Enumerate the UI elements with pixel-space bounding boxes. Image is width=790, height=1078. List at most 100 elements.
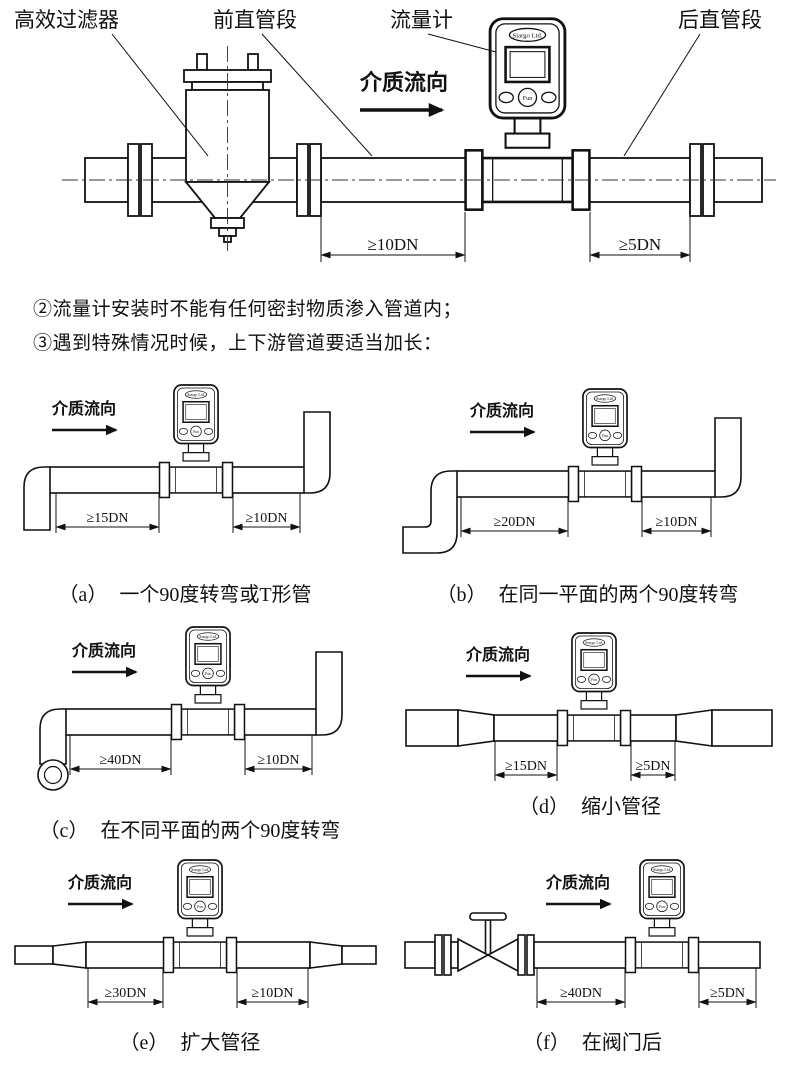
dim-front-label: ≥10DN [368, 235, 419, 254]
reducer-right [309, 941, 343, 969]
filter-bolt [196, 53, 208, 71]
inlet-pipe [404, 941, 436, 969]
flange-plate [517, 934, 526, 976]
dim1-label: ≥40DN [560, 986, 602, 1001]
downstream-pipe [696, 941, 761, 969]
flowmeter [464, 17, 591, 212]
flowmeter [158, 384, 234, 499]
figure-d-diagram: 介质流向 ≥15DN ≥5DN [405, 632, 773, 781]
valve-stem [484, 919, 492, 956]
flange-plate [526, 934, 535, 976]
fig-b-dimensions [460, 497, 712, 537]
figure-a-diagram: 介质流向 ≥15DN ≥10DN [23, 384, 331, 533]
upstream-pipe [456, 470, 570, 498]
figure-f-diagram: 介质流向 ≥40DN ≥5DN [404, 859, 761, 1008]
double-elbow-left [402, 470, 458, 554]
label-front-straight: 前直管段 [213, 8, 297, 32]
figure-a-text: 一个90度转弯或T形管 [119, 584, 312, 606]
fig-f-piping [404, 912, 761, 976]
label-filter: 高效过滤器 [14, 8, 119, 32]
small-pipe-right [341, 945, 377, 965]
expander-right [675, 709, 713, 747]
flow-direction-label: 介质流向 [465, 645, 530, 664]
elbow-down-left [39, 708, 67, 765]
dim2-label: ≥10DN [258, 753, 300, 768]
dim-rear-label: ≥5DN [619, 235, 661, 254]
dim1-label: ≥40DN [100, 753, 142, 768]
note-special: ③遇到特殊情况时候，上下游管道要适当加长： [33, 333, 443, 354]
large-pipe-left [405, 709, 459, 747]
dim1-label: ≥15DN [505, 759, 547, 774]
dim2-label: ≥5DN [636, 759, 671, 774]
fig-f-dimensions [536, 968, 757, 1008]
small-pipe-left [14, 945, 54, 965]
figure-b-diagram: 介质流向 ≥20DN ≥10DN [402, 388, 742, 554]
figure-b-text: 在同一平面的两个90度转弯 [498, 584, 739, 606]
figure-a-index: （a） [58, 584, 108, 606]
figure-e-text: 扩大管径 [180, 1032, 261, 1054]
reducer-left [457, 709, 495, 747]
figure-f-index: （f） [523, 1032, 570, 1054]
flow-direction-label: 介质流向 [67, 873, 132, 892]
figure-c-text: 在不同平面的两个90度转弯 [100, 820, 341, 842]
valve-handwheel [469, 912, 507, 921]
flowmeter [162, 859, 238, 974]
elbow-up-right [714, 417, 742, 498]
figure-d-text: 缩小管径 [581, 796, 661, 818]
flow-direction-label: 介质流向 [71, 641, 136, 660]
upstream-pipe [65, 708, 173, 736]
fig-e-piping [14, 941, 377, 969]
note-seal: ②流量计安装时不能有任何密封物质渗入管道内； [33, 299, 463, 320]
valve-body-left [457, 937, 490, 973]
expander-left [52, 941, 87, 969]
downstream-pipe [234, 941, 311, 969]
fig-e-dimensions [87, 968, 309, 1008]
fig-c-dimensions [69, 735, 313, 775]
downstream-pipe [628, 714, 677, 742]
dim2-label: ≥10DN [252, 986, 294, 1001]
figure-f-text: 在阀门后 [581, 1032, 662, 1054]
flow-direction-label: 介质流向 [359, 70, 448, 95]
flange-plate [443, 934, 452, 976]
elbow-down-left [23, 466, 51, 531]
flow-direction-label: 介质流向 [51, 399, 116, 418]
flowmeter [567, 388, 643, 503]
dim2-label: ≥5DN [710, 986, 745, 1001]
fig-c-piping [39, 651, 343, 765]
upstream-pipe [85, 941, 165, 969]
fig-d-piping [405, 709, 773, 747]
dim2-label: ≥10DN [246, 511, 288, 526]
figure-c-index: （c） [39, 820, 89, 842]
figure-a-caption: （a） 一个90度转弯或T形管 [10, 578, 360, 607]
centerlines [62, 46, 776, 252]
dimension-lines [320, 212, 691, 262]
flowmeter [624, 859, 700, 974]
figure-e-diagram: 介质流向 ≥30DN ≥10DN [14, 859, 377, 1008]
downstream-pipe [639, 470, 716, 498]
figure-e-caption: （e）扩大管径 [10, 1026, 370, 1055]
dim1-label: ≥20DN [494, 515, 536, 530]
figure-b-caption: （b） 在同一平面的两个90度转弯 [395, 578, 780, 607]
flowmeter [556, 632, 632, 747]
flow-direction-label: 介质流向 [545, 873, 610, 892]
figure-b-index: （b） [436, 584, 487, 606]
figure-c-diagram: 介质流向 ≥40DN ≥10DN [37, 626, 343, 791]
figure-c-caption: （c） 在不同平面的两个90度转弯 [10, 814, 370, 843]
elbow-up-right [303, 411, 331, 494]
flowmeter [170, 626, 246, 741]
fig-a-piping [23, 411, 331, 531]
leader-lines [111, 33, 701, 157]
filter-bolt [247, 53, 259, 71]
dim2-label: ≥10DN [656, 515, 698, 530]
valve-body-right [486, 937, 519, 973]
out-of-plane-pipe-bore [43, 765, 63, 785]
upstream-pipe [533, 941, 627, 969]
label-flowmeter: 流量计 [390, 8, 453, 32]
elbow-up-right [315, 651, 343, 736]
label-rear-straight: 后直管段 [678, 8, 762, 32]
figure-d-caption: （d）缩小管径 [400, 790, 780, 819]
fig-a-dimensions [55, 493, 301, 533]
downstream-pipe [242, 708, 317, 736]
dim1-label: ≥30DN [105, 986, 147, 1001]
